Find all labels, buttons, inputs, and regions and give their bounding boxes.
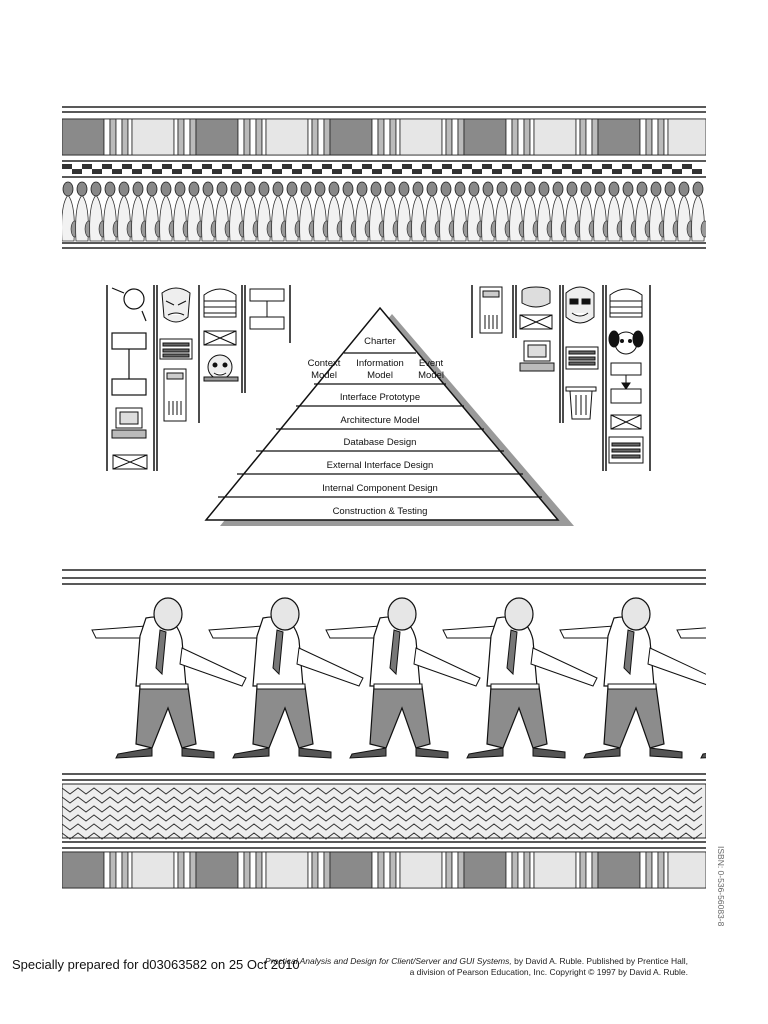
top-decorative-border (62, 106, 706, 249)
pyramid-event-model-line2: Model (418, 370, 444, 381)
credit-publisher: by David A. Ruble. Published by Prentice… (511, 956, 688, 966)
prepared-for-stamp: Specially prepared for d03063582 on 25 O… (12, 957, 300, 972)
dog-face-icon (608, 330, 644, 355)
credit-division: a division of Pearson Education, Inc. Co… (409, 967, 688, 977)
marching-men-band (62, 569, 706, 781)
bearded-face-icon (565, 286, 595, 324)
form-icon (159, 338, 193, 360)
process-box-icon (608, 362, 644, 464)
pyramid-context-model-line2: Model (311, 370, 337, 381)
pyramid-layer: Database Design (344, 437, 417, 448)
database-icon (203, 288, 237, 346)
server-tower-icon (479, 286, 503, 334)
pyramid-information-model-line1: Information (356, 358, 404, 369)
process-box-icon (249, 288, 285, 330)
book-title: Practical Analysis and Design for Client… (265, 956, 512, 966)
pyramid-layer: Internal Component Design (322, 483, 438, 494)
loop-icon (111, 287, 147, 322)
trash-can-icon (565, 386, 597, 420)
server-tower-icon (163, 368, 187, 422)
pyramid-charter: Charter (364, 336, 396, 347)
methodology-pyramid: Charter Context Model Information Model … (204, 306, 574, 526)
form-icon (565, 346, 599, 370)
database-icon (609, 288, 643, 318)
pyramid-information-model-line2: Model (367, 370, 393, 381)
pyramid-context-model-line1: Context (308, 358, 341, 369)
bottom-decorative-border (62, 783, 706, 889)
grumpy-face-icon (161, 287, 191, 323)
computer-icon (111, 407, 147, 439)
computer-icon (519, 340, 555, 372)
pyramid-layer: Construction & Testing (333, 506, 428, 517)
left-icon-columns (106, 285, 291, 471)
envelope-box-icon (112, 454, 148, 470)
pyramid-layer: Architecture Model (340, 415, 419, 426)
pyramid-event-model-line1: Event (419, 358, 444, 369)
right-icon-columns (471, 285, 651, 471)
pyramid-layer: Interface Prototype (340, 392, 420, 403)
pyramid-layer: External Interface Design (327, 460, 434, 471)
isbn-label: ISBN: 0-536-56083-8 (716, 846, 726, 927)
cylinder-icon (519, 286, 553, 330)
cartoon-face-icon (203, 354, 239, 382)
copyright-credit: Practical Analysis and Design for Client… (168, 956, 688, 978)
